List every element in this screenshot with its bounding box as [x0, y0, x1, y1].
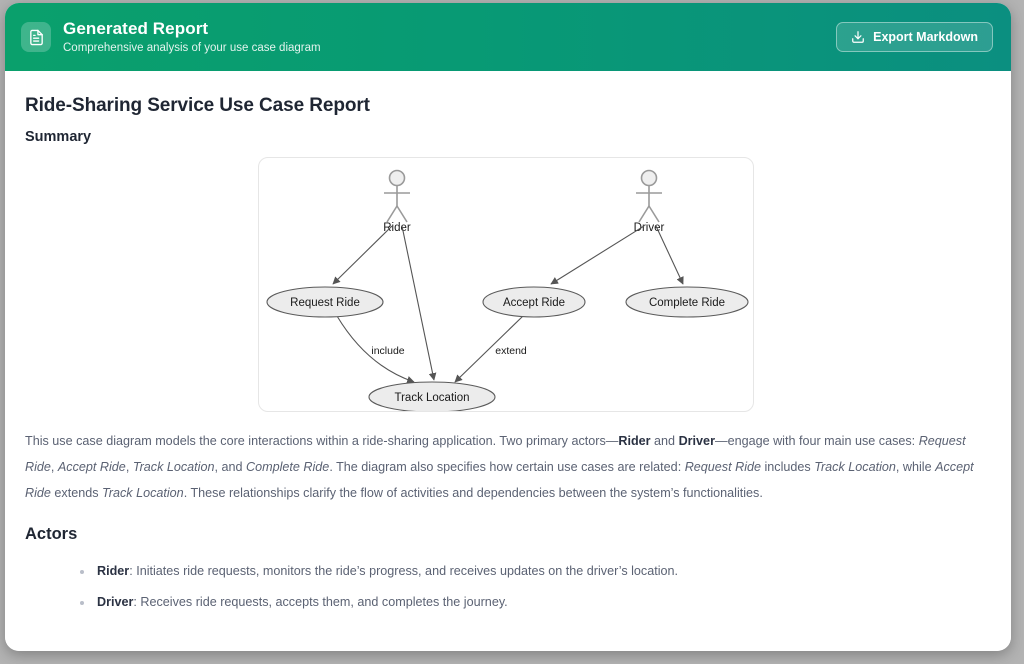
- para-seg-4: ,: [50, 460, 58, 474]
- para-seg-8: includes: [761, 460, 815, 474]
- para-italic-track-location: Track Location: [132, 460, 215, 474]
- edge-driver-accept-ride: [550, 225, 645, 285]
- use-case-complete-ride-label: Complete Ride: [649, 297, 725, 309]
- para-seg-6: , and: [214, 460, 246, 474]
- para-seg-2: and: [650, 434, 679, 448]
- para-italic-track-location-3: Track Location: [102, 486, 184, 500]
- report-body: Ride-Sharing Service Use Case Report Sum…: [5, 71, 1011, 651]
- report-card: Generated Report Comprehensive analysis …: [5, 3, 1011, 651]
- para-seg-10: extends: [50, 486, 103, 500]
- download-icon: [851, 30, 865, 44]
- use-case-diagram: Rider Driver: [258, 157, 754, 412]
- para-seg-5: ,: [125, 460, 133, 474]
- actor-rider: Rider: [383, 169, 411, 234]
- document-icon: [21, 22, 51, 52]
- list-item: Rider: Initiates ride requests, monitors…: [25, 556, 987, 587]
- actor-name-rider: Rider: [97, 564, 130, 578]
- use-case-request-ride-label: Request Ride: [290, 297, 360, 309]
- page-title: Ride-Sharing Service Use Case Report: [25, 95, 370, 116]
- actor-desc-driver: Receives ride requests, accepts them, an…: [140, 595, 508, 609]
- actor-name-driver: Driver: [97, 595, 134, 609]
- para-bold-driver: Driver: [678, 434, 715, 448]
- actors-heading: Actors: [25, 525, 78, 543]
- use-case-complete-ride: Complete Ride: [625, 286, 749, 318]
- para-seg-3: —engage with four main use cases:: [714, 434, 919, 448]
- header-text-group: Generated Report Comprehensive analysis …: [63, 18, 321, 56]
- edge-rider-track-location: [401, 225, 437, 381]
- actor-driver-label: Driver: [634, 222, 665, 234]
- para-seg-1: This use case diagram models the core in…: [25, 434, 619, 448]
- diagram-wrapper: Rider Driver: [25, 157, 987, 412]
- edge-accept-ride-extend-track-location: [454, 315, 524, 383]
- edge-request-ride-include-track-location: [336, 315, 415, 384]
- para-italic-accept-ride-2: Accept Ride: [25, 460, 974, 500]
- para-italic-complete-ride: Complete Ride: [246, 460, 330, 474]
- edge-label-extend: extend: [495, 345, 527, 357]
- edge-rider-request-ride: [332, 225, 393, 285]
- use-case-track-location: Track Location: [368, 381, 496, 411]
- use-case-accept-ride-label: Accept Ride: [503, 297, 565, 309]
- use-case-accept-ride: Accept Ride: [482, 286, 586, 318]
- report-header: Generated Report Comprehensive analysis …: [5, 3, 1011, 71]
- para-italic-request-ride-2: Request Ride: [684, 460, 761, 474]
- actor-driver: Driver: [634, 169, 665, 234]
- para-seg-11: . These relationships clarify the flow o…: [183, 486, 763, 500]
- list-item: Driver: Receives ride requests, accepts …: [25, 587, 987, 618]
- summary-heading: Summary: [25, 129, 92, 145]
- para-italic-request-ride: Request Ride: [25, 434, 966, 474]
- vertical-scrollbar[interactable]: [1011, 0, 1024, 664]
- actor-sep-driver: :: [133, 595, 141, 609]
- actors-list: Rider: Initiates ride requests, monitors…: [25, 556, 987, 618]
- use-case-request-ride: Request Ride: [266, 286, 384, 318]
- actor-desc-rider: Initiates ride requests, monitors the ri…: [136, 564, 679, 578]
- para-seg-7: . The diagram also specifies how certain…: [329, 460, 685, 474]
- actor-rider-label: Rider: [383, 222, 411, 234]
- use-case-track-location-label: Track Location: [395, 392, 470, 404]
- export-markdown-label: Export Markdown: [873, 30, 978, 44]
- para-seg-9: , while: [895, 460, 936, 474]
- edge-label-include: include: [371, 345, 404, 357]
- edge-driver-complete-ride: [655, 225, 684, 285]
- actor-sep-rider: :: [129, 564, 137, 578]
- para-bold-rider: Rider: [618, 434, 651, 448]
- para-italic-track-location-2: Track Location: [814, 460, 896, 474]
- header-title: Generated Report: [63, 19, 209, 38]
- summary-paragraph: This use case diagram models the core in…: [25, 428, 977, 506]
- para-italic-accept-ride: Accept Ride: [57, 460, 126, 474]
- export-markdown-button[interactable]: Export Markdown: [836, 22, 993, 52]
- header-subtitle: Comprehensive analysis of your use case …: [63, 42, 321, 54]
